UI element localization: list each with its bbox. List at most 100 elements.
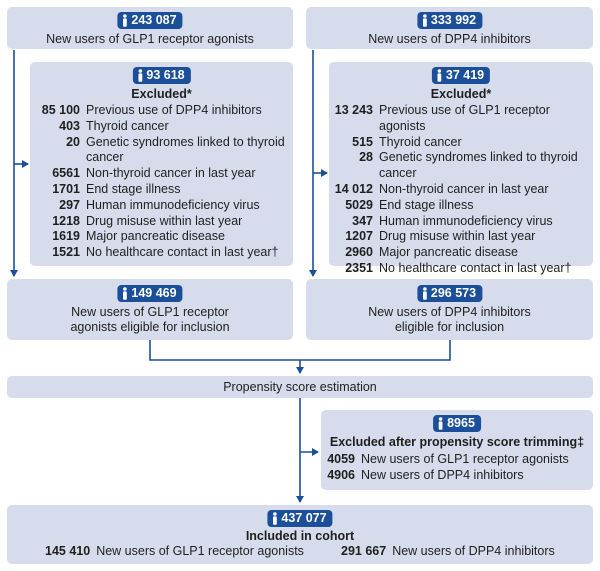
list-item-count: 20 — [66, 134, 80, 149]
list-item-label: No healthcare contact in last year† — [86, 245, 279, 260]
count-badge: 296 573 — [416, 285, 483, 302]
list-item-continuation: cancer — [32, 150, 290, 166]
merge-connector — [149, 340, 451, 361]
glp1-start-label: New users of GLP1 receptor agonists — [46, 32, 254, 46]
count-badge: 93 618 — [132, 67, 191, 84]
glp1-eligible-line1: New users of GLP1 receptor — [71, 305, 229, 319]
list-item-count: 5029 — [345, 197, 373, 212]
list-item-label: Human immunodeficiency virus — [86, 197, 260, 212]
list-item-count: 13 243 — [334, 103, 373, 117]
propensity-box: Propensity score estimation — [7, 376, 593, 398]
cohort-glp1-row: 145 410 New users of GLP1 receptor agoni… — [45, 544, 304, 560]
list-item-label: Human immunodeficiency virus — [379, 213, 553, 228]
glp1-eligible-line2: agonists eligible for inclusion — [70, 320, 230, 334]
glp1-eligible-box: 149 469 New users of GLP1 receptor agoni… — [7, 279, 293, 340]
list-item-count: 515 — [352, 134, 373, 149]
dpp4-eligible-line2: eligible for inclusion — [394, 320, 505, 334]
list-item-count: 1218 — [52, 213, 80, 228]
cohort-glp1-count: 145 410 — [45, 544, 91, 558]
trimming-title: Excluded after propensity score trimming… — [329, 435, 585, 449]
list-item: 515 Thyroid cancer — [329, 135, 591, 151]
list-item: 2351 No healthcare contact in last year† — [329, 261, 591, 277]
list-item-label: Thyroid cancer — [379, 134, 462, 149]
cohort-dpp4-row: 291 667 New users of DPP4 inhibitors — [341, 544, 555, 560]
count-badge: 37 419 — [431, 67, 491, 84]
list-item: 403 Thyroid cancer — [32, 119, 290, 135]
list-item-label: Major pancreatic disease — [86, 229, 225, 244]
person-icon — [438, 417, 443, 430]
dpp4-start-box: 333 992 New users of DPP4 inhibitors — [306, 7, 593, 49]
person-icon — [422, 14, 427, 27]
dpp4-excluded-box: 37 419 Excluded* 13 243 Previous use of G… — [329, 62, 593, 275]
person-icon — [437, 69, 442, 82]
glp1-start-box: 243 087 New users of GLP1 receptor agoni… — [7, 7, 293, 49]
list-item-count: 6561 — [52, 166, 80, 181]
dpp4-excluded-list: 13 243 Previous use of GLP1 receptor agon… — [329, 103, 591, 277]
list-item: 1619 Major pancreatic disease — [32, 229, 290, 245]
list-item-count: 1701 — [52, 181, 80, 196]
list-item: 1207 Drug misuse within last year — [329, 229, 591, 245]
list-item-spacer — [329, 166, 373, 182]
cohort-title: Included in cohort — [245, 529, 355, 543]
list-item: 14 012 Non-thyroid cancer in last year — [329, 182, 591, 198]
person-icon — [123, 287, 127, 300]
list-item-label: New users of GLP1 receptor agonists — [361, 452, 569, 466]
list-item-count: 4906 — [327, 467, 355, 482]
count-badge: 243 087 — [117, 12, 183, 29]
list-item-label: Non-thyroid cancer in last year — [379, 181, 549, 196]
list-item: 1218 Drug misuse within last year — [32, 214, 290, 230]
glp1-excluded-title: Excluded* — [131, 87, 192, 101]
list-item-count: 1207 — [345, 229, 373, 244]
dpp4-eligible-line1: New users of DPP4 inhibitors — [368, 305, 531, 319]
cohort-dpp4-label: New users of DPP4 inhibitors — [392, 544, 555, 558]
list-item-label: No healthcare contact in last year† — [379, 260, 572, 275]
list-item-count: 403 — [59, 118, 80, 133]
list-item-count: 85 100 — [41, 103, 80, 117]
list-item: 28 Genetic syndromes linked to thyroid — [329, 150, 591, 166]
dpp4-start-label: New users of DPP4 inhibitors — [368, 32, 531, 46]
list-item-label: End stage illness — [379, 197, 474, 212]
list-item: 5029 End stage illness — [329, 198, 591, 214]
dpp4-excluded-title: Excluded* — [430, 87, 492, 101]
propensity-label: Propensity score estimation — [223, 380, 377, 394]
person-icon — [123, 14, 127, 27]
list-item: 1521 No healthcare contact in last year† — [32, 245, 290, 261]
count-badge: 8965 — [433, 415, 481, 432]
list-item: 13 243 Previous use of GLP1 receptor agon… — [329, 103, 591, 135]
list-item: 20 Genetic syndromes linked to thyroid — [32, 135, 290, 151]
list-item-label: Drug misuse within last year — [379, 229, 536, 244]
count-badge: 149 469 — [117, 285, 183, 302]
list-item-label: Previous use of GLP1 receptor agonists — [379, 103, 550, 133]
list-item-label: Genetic syndromes linked to thyroid — [86, 134, 285, 149]
list-item-count: 1619 — [52, 229, 80, 244]
trimming-box: 8965 Excluded after propensity score tri… — [321, 410, 593, 490]
list-item: 1701 End stage illness — [32, 182, 290, 198]
count-badge: 437 077 — [267, 510, 333, 527]
list-item-count: 297 — [59, 197, 80, 212]
list-item-count: 28 — [359, 150, 373, 165]
list-item-count: 2351 — [345, 260, 373, 275]
list-item-label: cancer — [379, 166, 417, 181]
list-item-label: Genetic syndromes linked to thyroid — [379, 150, 578, 165]
list-item-continuation: cancer — [329, 166, 591, 182]
list-item-label: Drug misuse within last year — [86, 213, 243, 228]
list-item-label: End stage illness — [86, 181, 181, 196]
list-item-label: Major pancreatic disease — [379, 245, 518, 260]
list-item-label: Thyroid cancer — [86, 118, 169, 133]
cohort-box: 437 077 Included in cohort 145 410 New u… — [7, 505, 593, 564]
list-item-count: 1521 — [52, 245, 80, 260]
list-item-spacer — [32, 150, 80, 166]
list-item-label: cancer — [86, 150, 124, 165]
list-item-count: 14 012 — [334, 181, 373, 196]
dpp4-eligible-box: 296 573 New users of DPP4 inhibitors eli… — [306, 279, 593, 340]
